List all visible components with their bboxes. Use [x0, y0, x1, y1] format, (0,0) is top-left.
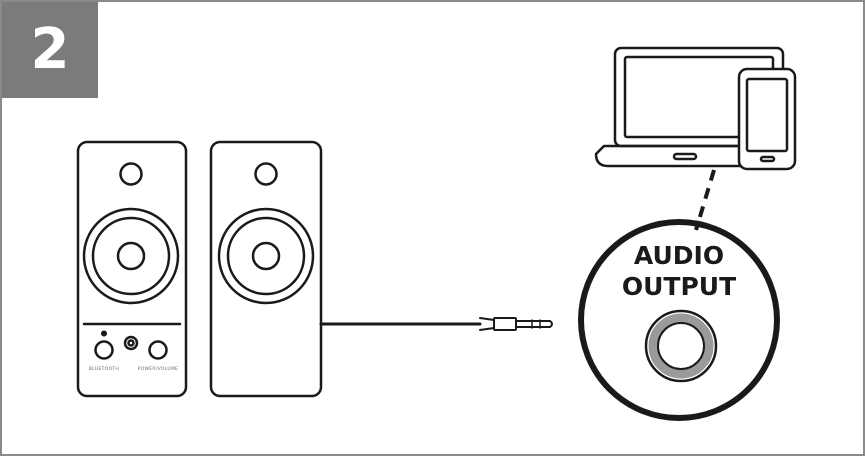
step-badge: 2 [2, 2, 98, 98]
step-number: 2 [30, 17, 70, 82]
audio-output-label-line2: OUTPUT [622, 272, 736, 301]
bluetooth-label: BLUETOOTH [89, 366, 119, 372]
smartphone-icon [737, 67, 797, 171]
right-speaker [209, 140, 323, 398]
connection-line [694, 169, 716, 231]
left-speaker [76, 140, 188, 398]
audio-cable [319, 317, 553, 331]
power-volume-label: POWER/VOLUME [138, 366, 179, 372]
audio-output-label-line1: AUDIO [634, 241, 724, 270]
power-volume-knob [148, 340, 168, 360]
bluetooth-button [94, 340, 114, 360]
headphone-jack [123, 335, 139, 351]
audio-output-callout [578, 219, 780, 421]
